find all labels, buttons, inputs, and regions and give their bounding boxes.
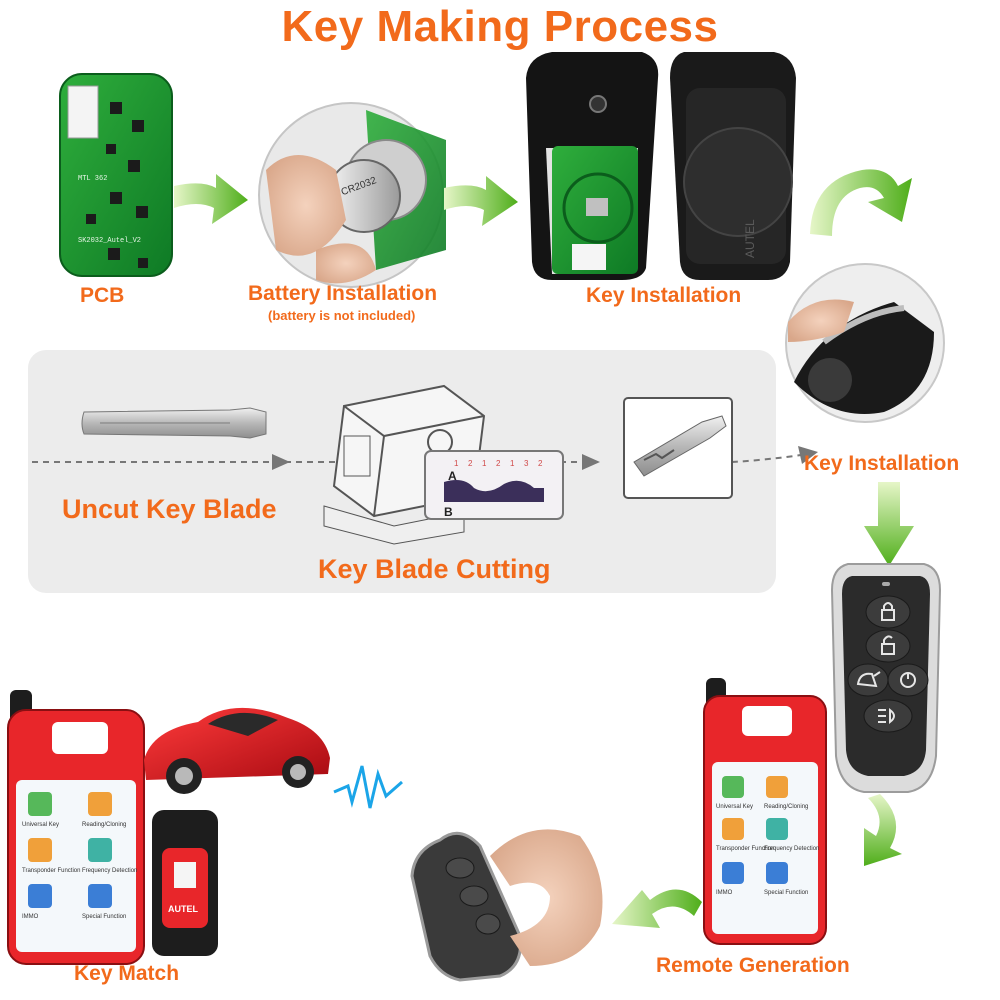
cut-label-a: A [448, 469, 457, 483]
lock-icon [881, 602, 895, 621]
uncut-blade-label: Uncut Key Blade [62, 494, 277, 524]
cut-digit: 2 [468, 459, 473, 468]
key-shell-back-image: AUTEL [670, 52, 796, 280]
tablet-app-label: Frequency Detection [82, 868, 137, 874]
tablet-app-label: Universal Key [716, 804, 753, 810]
pcb-image: SK2032_Autel_V2 MTL 362 [59, 73, 173, 277]
cut-label-b: B [444, 505, 453, 519]
tablet-app-label: Special Function [82, 914, 126, 920]
remote-generation-label: Remote Generation [656, 954, 850, 977]
tablet-app-label: Transponder Function [22, 868, 80, 874]
key-blade-install-image [785, 263, 945, 423]
key-match-tablet-image: Universal Key Reading/CloningTransponder … [7, 690, 145, 965]
key-shell-front-image [526, 52, 659, 280]
key-installation-label-right: Key Installation [804, 452, 960, 475]
tablet-app-label: Reading/Cloning [764, 804, 808, 810]
green-arrow-icon [174, 174, 248, 224]
unlock-icon [881, 635, 895, 655]
smart-key-remote-image [830, 563, 942, 793]
tablet-app-label: Transponder Function [716, 846, 774, 852]
cut-digit: 3 [524, 459, 529, 468]
cut-digit: 1 [510, 459, 515, 468]
pcb-sticker [67, 85, 99, 139]
dongle-brand: AUTEL [168, 904, 198, 914]
tablet-app-label: IMMO [716, 890, 733, 896]
trunk-icon [856, 671, 881, 688]
cut-key-blade-image [623, 397, 733, 499]
pcb-mark-text: MTL 362 [78, 175, 107, 183]
blade-cutting-label: Key Blade Cutting [318, 554, 551, 584]
key-installation-label-top: Key Installation [586, 284, 742, 307]
red-car-image [144, 707, 330, 794]
battery-install-image: CR2032 [258, 102, 446, 288]
tablet-app-label: Frequency Detection [764, 846, 819, 852]
tablet-app-label: IMMO [22, 914, 39, 920]
key-match-label: Key Match [74, 962, 180, 985]
cut-digit: 1 [454, 459, 459, 468]
cut-digit: 1 [482, 459, 487, 468]
pcb-label: PCB [80, 284, 125, 307]
remote-start-icon [900, 672, 916, 688]
battery-note: (battery is not included) [268, 308, 416, 323]
cut-digit: 2 [496, 459, 501, 468]
green-left-arrow-icon [612, 889, 702, 928]
tablet-app-label: Universal Key [22, 822, 59, 828]
hand-holding-key-image [410, 829, 603, 982]
green-arrow-icon [444, 176, 518, 226]
uncut-key-blade-image [81, 407, 267, 439]
battery-label: Battery Installation [248, 282, 438, 305]
page-title: Key Making Process [281, 2, 719, 51]
tablet-app-label: Special Function [764, 890, 808, 896]
flow-dashed-line [32, 446, 818, 470]
cut-digit: 2 [538, 459, 543, 468]
green-curved-arrow-icon [864, 794, 902, 866]
wireless-signal-icon [333, 765, 403, 809]
obd-dongle-image: AUTEL [152, 810, 218, 956]
tablet-app-label: Reading/Cloning [82, 822, 126, 828]
pcb-model-text: SK2032_Autel_V2 [78, 237, 141, 245]
green-down-arrow-icon [864, 482, 914, 566]
panic-light-icon [878, 707, 895, 725]
remote-generation-tablet-image: Universal Key Reading/CloningTransponder … [703, 678, 827, 945]
shell-brand: AUTEL [743, 219, 757, 258]
green-curved-arrow-icon [810, 169, 912, 236]
